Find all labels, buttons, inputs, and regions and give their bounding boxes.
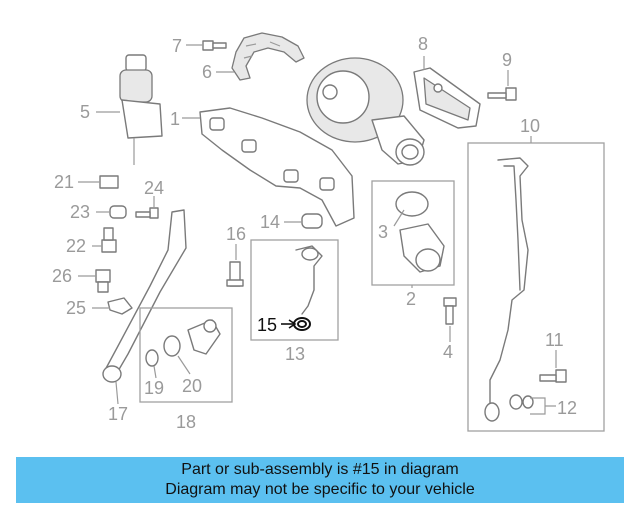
callout-3: 3 [378,222,388,242]
part-23-fitting [109,205,127,219]
callout-2: 2 [406,289,416,309]
banner-line-2: Diagram may not be specific to your vehi… [165,481,475,498]
callout-16: 16 [226,224,246,244]
part-9-bolt [487,87,517,101]
part-24-bolt [135,207,159,219]
part-17-support-bar [102,209,187,383]
part-10-oil-line-group [467,142,605,432]
part-21-clip [99,175,119,189]
callout-21: 21 [54,172,74,192]
diagram-notice-banner: Part or sub-assembly is #15 in diagram D… [16,457,624,503]
callout-4: 4 [443,342,453,362]
callout-22: 22 [66,236,86,256]
part-4-bolt [443,297,457,325]
callout-1: 1 [170,109,180,129]
part-5-actuator [119,54,163,165]
callout-11: 11 [545,330,564,350]
part-25-clamp [107,297,133,315]
part-26-bolt [95,269,111,293]
part-18-group [139,307,233,403]
part-11-bolt [539,369,567,383]
callout-25: 25 [66,298,86,318]
callout-12: 12 [557,398,577,418]
callout-5: 5 [80,102,90,122]
callout-19: 19 [144,378,164,398]
part-14-gasket [301,213,323,229]
callout-17: 17 [108,404,128,424]
part-6-heat-shield [231,32,305,81]
part-7-bolt [202,40,227,51]
callout-15: 15 [257,315,277,335]
callout-26: 26 [52,266,72,286]
banner-line-1: Part or sub-assembly is #15 in diagram [181,461,459,478]
part-22-bolt [101,227,117,253]
part-1-turbo-manifold [199,57,425,227]
callout-14: 14 [260,212,280,232]
part-2-outlet-group [371,180,455,286]
callout-7: 7 [172,36,182,56]
callout-20: 20 [182,376,202,396]
part-8-bracket [413,67,481,129]
callout-18: 18 [176,412,196,432]
part-16-bolt [226,261,244,287]
callout-13: 13 [285,344,305,364]
callout-8: 8 [418,34,428,54]
callout-6: 6 [202,62,212,82]
part-13-oil-line-group [250,239,339,341]
parts-diagram: 7 6 5 1 8 9 10 11 12 3 2 4 14 16 15 13 2… [52,32,605,432]
callout-9: 9 [502,50,512,70]
part-12-washers [522,395,534,409]
callout-23: 23 [70,202,90,222]
callout-10: 10 [520,116,540,136]
callout-24: 24 [144,178,164,198]
